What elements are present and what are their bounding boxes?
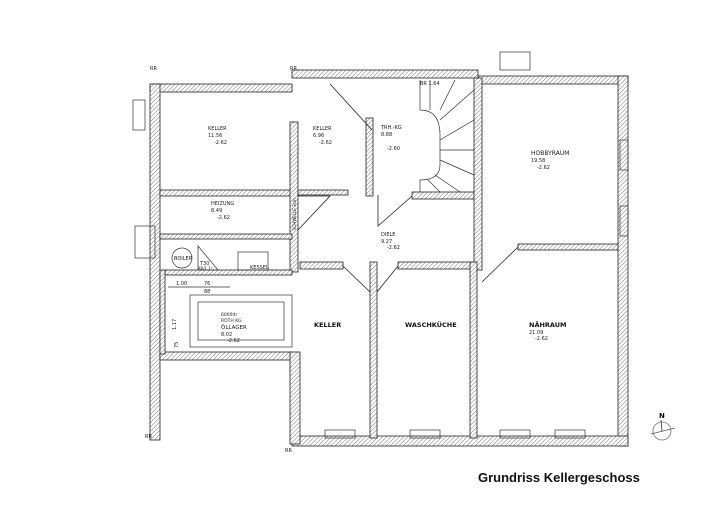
stair-width-label: BR 1.64 (420, 81, 440, 87)
room-level: -2.62 (535, 336, 548, 342)
room-level: -2.62 (214, 140, 227, 146)
dimension-label: 1.00 (176, 281, 187, 287)
room-keller-3: KELLER (314, 321, 341, 329)
room-name: KELLER (208, 126, 227, 132)
room-name: KELLER (313, 126, 332, 132)
room-heizung: HEIZUNG 8.49 -2.62 (211, 201, 234, 221)
tank-capacity: 6000ltr (221, 312, 237, 318)
room-level: -2.62 (537, 165, 550, 171)
interior-walls (159, 77, 619, 439)
room-name: ÖLLAGER (221, 324, 247, 331)
room-area: 8.88 (381, 132, 392, 138)
room-waschkueche: WASCHKÜCHE (405, 320, 457, 329)
room-keller-1: KELLER 11.56 -2.62 (208, 126, 227, 146)
room-name: HEIZUNG (211, 201, 234, 207)
room-level: -2.62 (387, 245, 400, 251)
room-name: TRH.-KG (380, 125, 402, 131)
room-level: -2.60 (387, 146, 400, 152)
plan-caption: Grundriss Kellergeschoss (478, 470, 640, 485)
doors (297, 83, 519, 293)
door-swing-t30 (197, 245, 219, 271)
rr-marker: RR (285, 448, 292, 454)
room-trh-kg: TRH.-KG 8.88 -2.60 (380, 125, 402, 152)
dimension-label: 76 (204, 281, 210, 287)
windows (132, 51, 629, 439)
room-level: -2.62 (319, 140, 332, 146)
kessel-label: KESSEL (250, 265, 269, 271)
dimension-lines: 1.00 76 88 1.17 75 (168, 281, 230, 348)
door-size-label: 88/1.1² (198, 266, 213, 271)
kessel-fixture: KESSEL (237, 251, 269, 271)
oil-tank (189, 294, 293, 348)
rr-marker: RR (145, 434, 152, 440)
room-level: -2.62 (227, 338, 240, 344)
north-label: N (659, 412, 665, 420)
dimension-label: 88 (204, 289, 210, 295)
t30-label: T30 (199, 261, 209, 267)
room-naehraum: NÄHRAUM 21.09 -2.62 (529, 320, 567, 342)
room-name: DIELE (381, 232, 395, 238)
boiler-label: BOILER (174, 256, 193, 262)
room-name: HOBBYRAUM (531, 150, 569, 157)
room-name: NÄHRAUM (529, 320, 567, 329)
threshold-label: SCHWELLE 3cm (292, 198, 297, 230)
room-area: 8.49 (211, 208, 222, 214)
room-area: 19.58 (531, 158, 545, 164)
staircase (419, 79, 475, 193)
room-area: 9.27 (381, 239, 392, 245)
exterior-walls (149, 69, 629, 447)
room-diele: DIELE 9.27 -2.62 (381, 232, 400, 251)
boiler-fixture: BOILER (171, 247, 193, 269)
room-area: 8.02 (221, 332, 232, 338)
room-keller-2: KELLER 6.96 -2.62 (313, 126, 332, 146)
rr-marker: RR (290, 66, 297, 72)
room-level: -2.62 (217, 215, 230, 221)
room-area: 6.96 (313, 133, 324, 139)
tank-type: ROTH KG (221, 318, 242, 324)
dimension-label: 1.17 (172, 319, 178, 330)
rr-markers: RR RR RR RR (145, 66, 297, 454)
north-arrow-icon: N (650, 412, 676, 441)
room-area: 11.56 (208, 133, 222, 139)
room-area: 21.09 (529, 330, 543, 336)
dimension-label: 75 (174, 342, 180, 348)
rr-marker: RR (150, 66, 157, 72)
room-oellager: 6000ltr ROTH KG ÖLLAGER 8.02 -2.62 (221, 312, 247, 344)
room-hobbyraum: HOBBYRAUM 19.58 -2.62 (531, 150, 569, 171)
